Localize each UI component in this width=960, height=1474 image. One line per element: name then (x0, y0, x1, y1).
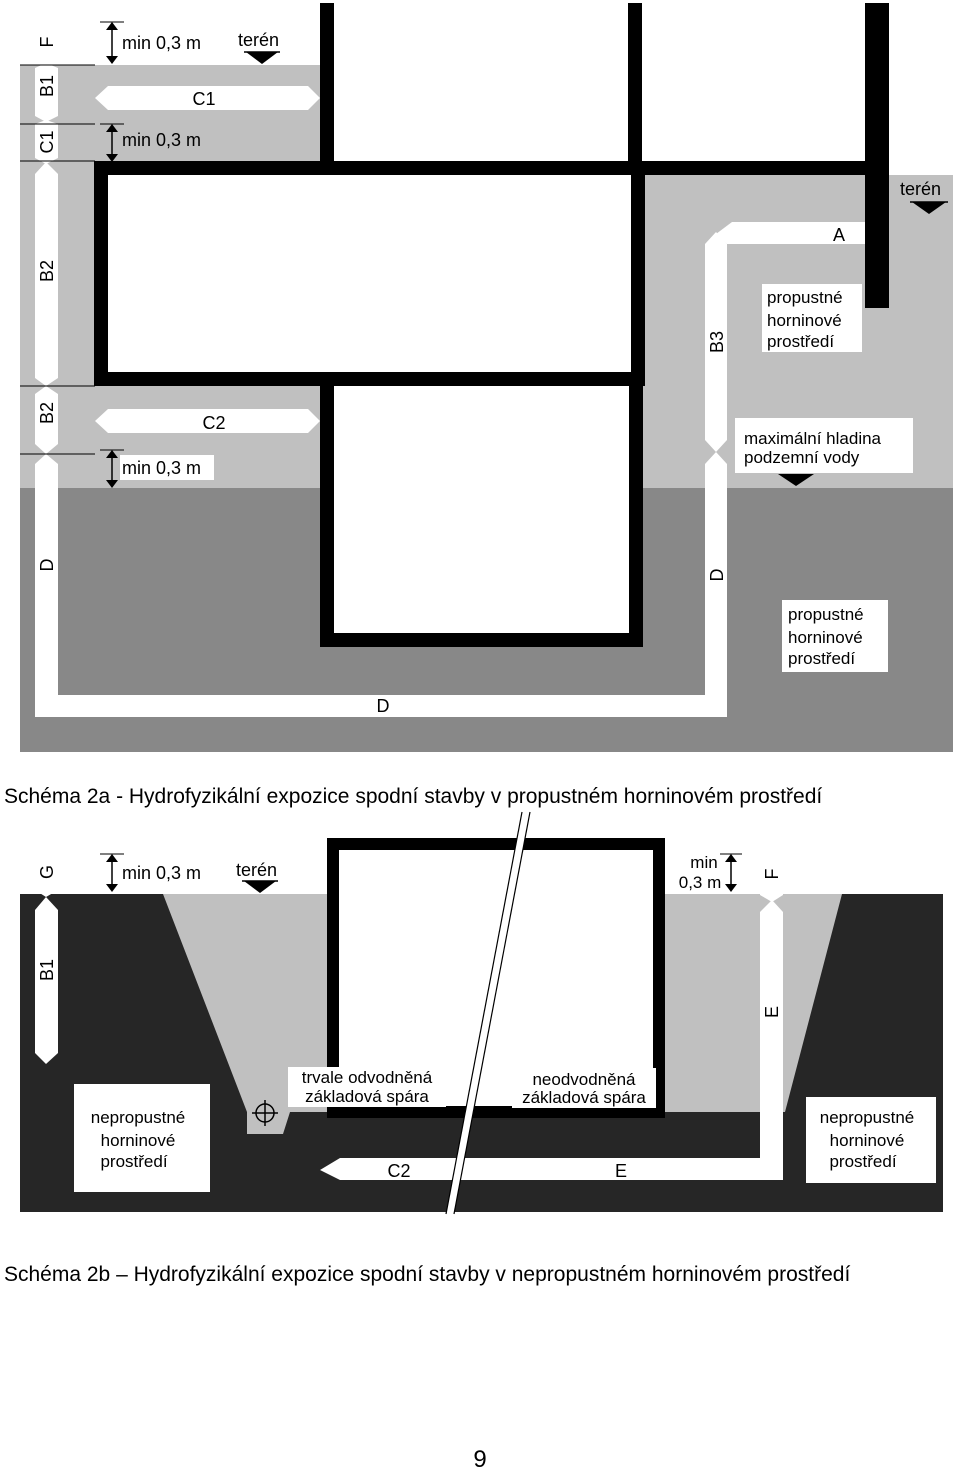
label-b2-upper: B2 (37, 260, 57, 282)
label-undrained-joint-1: neodvodněná (532, 1070, 636, 1089)
label-min-top: min 0,3 m (122, 33, 201, 53)
caption-diagram-2b: Schéma 2b – Hydrofyzikální expozice spod… (4, 1263, 851, 1286)
label-drained-joint-2: základová spára (305, 1087, 429, 1106)
section-break-edge (445, 811, 523, 1215)
label-g: G (37, 865, 57, 879)
label-teren-left: terén (238, 30, 279, 50)
building-tower-walls (320, 3, 334, 175)
marker-f (760, 856, 783, 902)
label-drained-joint-1: trvale odvodněná (302, 1068, 433, 1087)
retaining-wall (865, 3, 889, 308)
marker-b1 (35, 63, 58, 122)
label-e-bottom: E (615, 1161, 627, 1181)
label-box (782, 600, 888, 672)
dimension-arrow-left (100, 853, 124, 892)
label-box (74, 1084, 210, 1192)
label-d-bottom: D (377, 696, 390, 716)
marker-c1-side (35, 120, 58, 164)
label-f: F (762, 869, 782, 880)
label-water-level-1: maximální hladina (744, 429, 882, 448)
label-min-mid: min 0,3 m (122, 130, 201, 150)
terrain-triangle (244, 881, 276, 893)
page-number: 9 (473, 1446, 487, 1473)
label-impermeable-left-1: nepropustné (91, 1108, 186, 1127)
label-permeable-lower-1: propustné (788, 605, 864, 624)
label-d-left: D (37, 559, 57, 572)
label-box (735, 418, 913, 473)
dimension-arrow-mid (100, 123, 124, 162)
label-c2: C2 (202, 413, 225, 433)
label-permeable-lower-2: horninové (788, 628, 863, 647)
marker-a (716, 222, 865, 244)
retaining-wall-top (628, 161, 889, 175)
label-impermeable-right-2: horninové (830, 1131, 905, 1150)
water-level-triangle (778, 474, 814, 486)
marker-b2-lower (35, 386, 58, 454)
label-impermeable-left-2: horninové (101, 1131, 176, 1150)
diagram-2a: F B1 C1 B2 B2 D D B3 min 0,3 m terén C1 … (20, 3, 953, 752)
label-permeable-upper-1: propustné (767, 288, 843, 307)
marker-f (35, 5, 58, 65)
dimension-arrow-low (100, 449, 124, 488)
label-impermeable-right-3: prostředí (829, 1152, 896, 1171)
drain-icon (252, 1100, 278, 1126)
label-min-right-1: min (690, 853, 717, 872)
label-c1: C1 (192, 89, 215, 109)
marker-b1 (35, 897, 58, 1064)
marker-d-right (705, 452, 727, 717)
label-permeable-lower-3: prostředí (788, 649, 855, 668)
label-c1-side: C1 (37, 130, 57, 153)
building-upper-walls (94, 161, 645, 386)
label-b1: B1 (37, 75, 57, 97)
label-teren-right: terén (900, 179, 941, 199)
label-permeable-upper-2: horninové (767, 311, 842, 330)
label-b3: B3 (707, 331, 727, 353)
marker-c2 (95, 409, 320, 433)
label-box (120, 455, 214, 480)
section-break-line (446, 812, 530, 1214)
marker-c1 (95, 86, 320, 110)
label-water-level-2: podzemní vody (744, 448, 860, 467)
label-f: F (37, 37, 57, 48)
label-box (288, 1067, 446, 1107)
label-min-left: min 0,3 m (122, 863, 201, 883)
dimension-arrow-top (100, 21, 124, 64)
marker-b3 (705, 232, 727, 452)
label-d-right: D (707, 569, 727, 582)
marker-d-bottom (35, 695, 727, 717)
label-e-right: E (762, 1006, 782, 1018)
label-c2: C2 (387, 1161, 410, 1181)
label-min-right-2: 0,3 m (679, 873, 722, 892)
label-box (762, 284, 862, 352)
marker-c2-e (320, 1158, 783, 1180)
label-min-low: min 0,3 m (122, 458, 201, 478)
label-box (512, 1068, 656, 1108)
section-break-edge (453, 811, 531, 1215)
label-impermeable-right-1: nepropustné (820, 1108, 915, 1127)
marker-b2-upper (35, 162, 58, 386)
label-b2-lower: B2 (37, 402, 57, 424)
caption-diagram-2a: Schéma 2a - Hydrofyzikální expozice spod… (4, 785, 823, 808)
marker-e-right (760, 900, 783, 1180)
label-b1: B1 (37, 959, 57, 981)
label-undrained-joint-2: základová spára (522, 1088, 646, 1107)
label-teren: terén (236, 860, 277, 880)
terrain-triangle-left (246, 52, 278, 64)
diagram-2b: G min 0,3 m terén min 0,3 m F B1 E trval… (20, 811, 943, 1215)
label-impermeable-left-3: prostředí (100, 1152, 167, 1171)
terrain-triangle-right (912, 202, 946, 214)
marker-d-left (35, 454, 58, 695)
marker-g (35, 853, 58, 897)
label-box (806, 1097, 936, 1183)
label-a: A (833, 225, 845, 245)
building-tower-walls (628, 3, 642, 175)
label-permeable-upper-3: prostředí (767, 332, 834, 351)
building-lower-walls (320, 372, 643, 647)
dimension-arrow-right (720, 853, 742, 892)
